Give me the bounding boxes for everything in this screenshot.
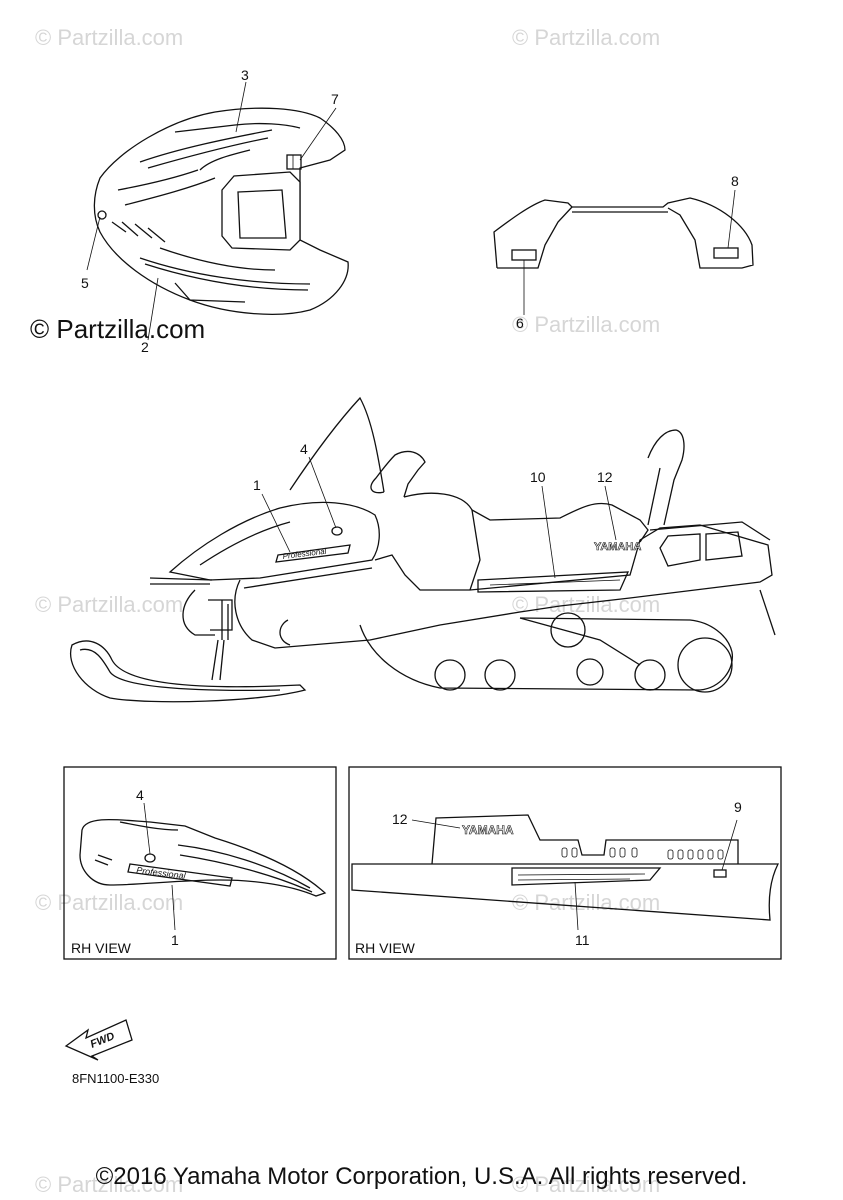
rear-rack-drawing (493, 189, 754, 315)
diagram-code: 8FN1100-E330 (72, 1071, 159, 1086)
left-panel-label: RH VIEW (71, 940, 132, 956)
callout-2: 2 (141, 339, 149, 355)
decal-yamaha-text: YAMAHA (594, 541, 641, 553)
watermark-1: © Partzilla.com (35, 25, 183, 50)
left-detail-panel (63, 766, 337, 960)
callout-8: 8 (731, 173, 739, 189)
callout-10: 10 (530, 469, 546, 485)
watermark-5: © Partzilla.com (512, 592, 660, 617)
copyright-footer: ©2016 Yamaha Motor Corporation, U.S.A. A… (95, 1163, 748, 1190)
watermark-3: © Partzilla.com (512, 312, 660, 337)
callout-7: 7 (331, 91, 339, 107)
watermark-2: © Partzilla.com (512, 25, 660, 50)
callout-11: 11 (575, 932, 590, 948)
callout-9: 9 (734, 799, 742, 815)
callout-5: 5 (81, 275, 89, 291)
callout-1: 1 (253, 477, 261, 493)
callout-6: 6 (516, 315, 524, 331)
right-detail-panel (348, 766, 782, 960)
callout-4: 4 (300, 441, 308, 457)
watermark-4: © Partzilla.com (35, 592, 183, 617)
callout-1-detail: 1 (171, 932, 179, 948)
callout-4-detail: 4 (136, 787, 144, 803)
watermark-6: © Partzilla.com (35, 890, 183, 915)
right-panel-label: RH VIEW (355, 940, 416, 956)
detail-professional-text: Professional (136, 865, 187, 881)
watermark-9: © Partzilla.com (512, 1172, 660, 1197)
fwd-arrow-icon: FWD (64, 1019, 133, 1061)
callout-12-detail: 12 (392, 811, 408, 827)
front-hood-drawing (86, 81, 349, 341)
callout-3: 3 (241, 67, 249, 83)
watermark-main: © Partzilla.com (30, 314, 205, 344)
watermarks: © Partzilla.com © Partzilla.com © Partzi… (30, 25, 660, 1197)
callout-12: 12 (597, 469, 613, 485)
snowmobile-drawing: Professional YAMAHA (69, 396, 776, 703)
detail-yamaha-text: YAMAHA (462, 823, 514, 837)
watermark-8: © Partzilla.com (35, 1172, 183, 1197)
right-detail-drawing: YAMAHA (351, 814, 780, 931)
